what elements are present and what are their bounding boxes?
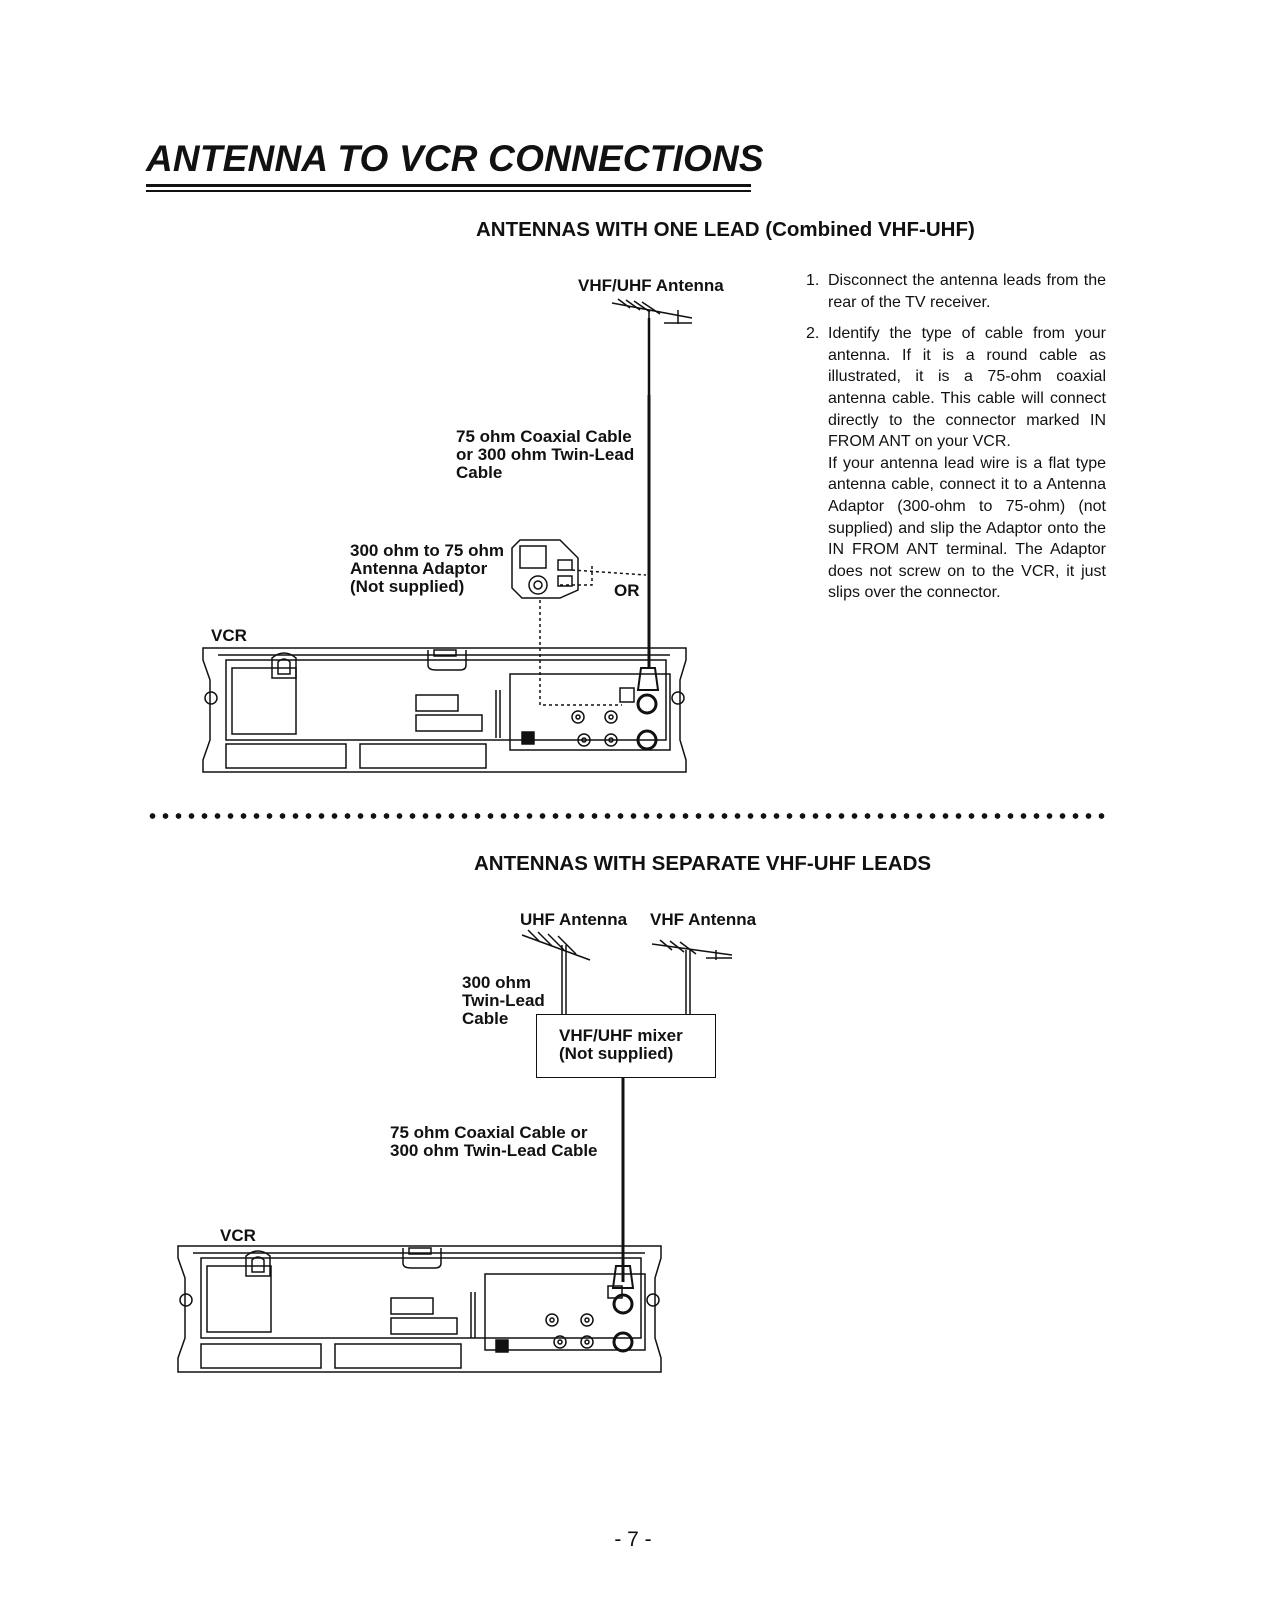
coax-label-line-1: 75 ohm Coaxial Cable or: [390, 1123, 588, 1142]
coax-label-line-2: 300 ohm Twin-Lead Cable: [390, 1141, 598, 1160]
twin-lead-line-3: Cable: [462, 1009, 509, 1028]
step-2: 2. Identify the type of cable from your …: [806, 323, 1106, 604]
instruction-steps: 1. Disconnect the antenna leads from the…: [806, 270, 1106, 614]
step-text: If your antenna lead wire is a flat type…: [828, 454, 1106, 602]
step-text: Disconnect the antenna leads from the re…: [828, 272, 1106, 311]
vcr-rear-panel-2: [177, 1245, 662, 1373]
step-number: 2.: [806, 325, 820, 343]
page-number: - 7 -: [614, 1528, 652, 1551]
vcr-label-1: VCR: [211, 626, 247, 645]
section-heading-one-lead: ANTENNAS WITH ONE LEAD (Combined VHF-UHF…: [476, 218, 975, 241]
step-text: Identify the type of cable from your ant…: [828, 325, 1106, 451]
vhf-uhf-antenna-icon: [611, 298, 693, 330]
vcr-label-2: VCR: [220, 1226, 256, 1245]
uhf-antenna-label: UHF Antenna: [520, 910, 628, 929]
dotted-separator: [146, 808, 1108, 824]
cable-label-line-2: or 300 ohm Twin-Lead: [456, 445, 635, 464]
twin-lead-line-2: Twin-Lead: [462, 991, 545, 1010]
or-label: OR: [614, 581, 640, 600]
step-number: 1.: [806, 272, 820, 289]
antenna-adaptor-icon: [511, 539, 579, 599]
adaptor-dashed-route: [539, 600, 622, 706]
vhf-antenna-label: VHF Antenna: [650, 910, 757, 929]
adaptor-label-line-1: 300 ohm to 75 ohm: [350, 541, 504, 560]
vcr-rear-panel-1: [202, 647, 687, 773]
antenna-adaptor-label: 300 ohm to 75 ohm Antenna Adaptor (Not s…: [350, 542, 504, 596]
uhf-antenna-icon: [521, 929, 591, 1014]
title-underline: [146, 184, 751, 187]
coaxial-cable-label: 75 ohm Coaxial Cable or 300 ohm Twin-Lea…: [456, 428, 634, 482]
mixer-label-line-1: VHF/UHF mixer: [559, 1026, 683, 1045]
vhf-uhf-antenna-label: VHF/UHF Antenna: [578, 276, 724, 295]
section-heading-separate-leads: ANTENNAS WITH SEPARATE VHF-UHF LEADS: [474, 852, 932, 875]
cable-label-line-1: 75 ohm Coaxial Cable: [456, 427, 632, 446]
vhf-antenna-icon: [651, 939, 733, 1014]
twin-lead-line-1: 300 ohm: [462, 973, 531, 992]
mixer-label-line-2: (Not supplied): [559, 1044, 674, 1063]
cable-label-line-3: Cable: [456, 463, 503, 482]
step-1: 1. Disconnect the antenna leads from the…: [806, 270, 1106, 313]
adaptor-label-line-3: (Not supplied): [350, 577, 465, 596]
adaptor-label-line-2: Antenna Adaptor: [350, 559, 488, 578]
coax-cable-label-2: 75 ohm Coaxial Cable or 300 ohm Twin-Lea…: [390, 1124, 598, 1160]
twin-lead-label: 300 ohm Twin-Lead Cable: [462, 974, 545, 1028]
title-underline-thin: [146, 190, 751, 192]
page-title: ANTENNA TO VCR CONNECTIONS: [146, 138, 764, 179]
vhf-uhf-mixer-box: VHF/UHF mixer (Not supplied): [536, 1014, 716, 1078]
